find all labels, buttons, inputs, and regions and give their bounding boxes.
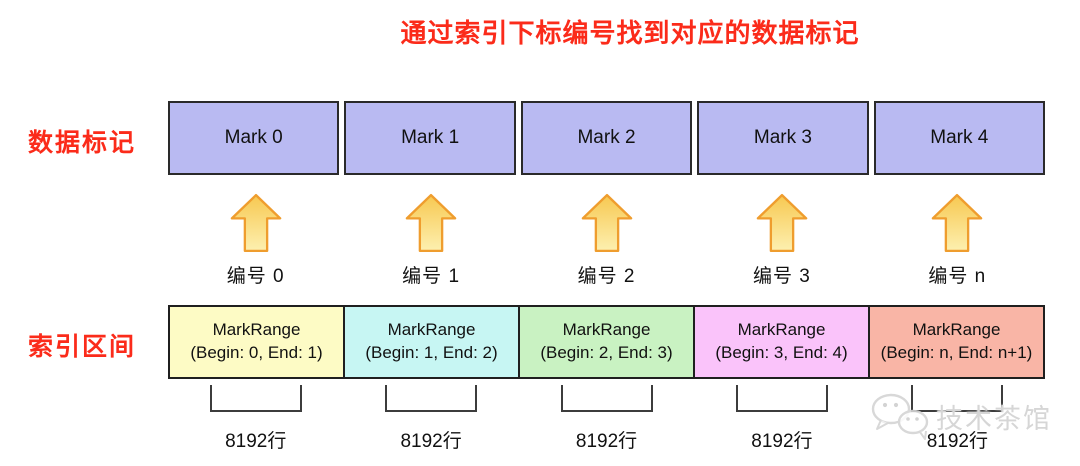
row-label-index-ranges: 索引区间 bbox=[28, 333, 137, 361]
mark-box-3: Mark 3 bbox=[697, 101, 869, 175]
mark-range-box-2: MarkRange (Begin: 2, End: 3) bbox=[518, 305, 695, 379]
mark-range-title: MarkRange bbox=[387, 320, 476, 340]
mark-range-title: MarkRange bbox=[912, 320, 1001, 340]
up-arrow-icon bbox=[230, 193, 282, 253]
mark-range-box-3: MarkRange (Begin: 3, End: 4) bbox=[693, 305, 870, 379]
watermark: 技术茶馆 bbox=[868, 391, 1052, 441]
group-bracket bbox=[385, 384, 478, 412]
numbers-row: 编号 0 编号 1 编号 2 编号 3 编号 n bbox=[168, 261, 1045, 288]
number-label-n: 编号 n bbox=[928, 266, 987, 287]
mark-range-bounds: (Begin: 3, End: 4) bbox=[715, 343, 848, 362]
mark-range-box-n: MarkRange (Begin: n, End: n+1) bbox=[868, 305, 1045, 379]
row-count-label: 8192行 bbox=[225, 430, 287, 452]
row-count-label: 8192行 bbox=[575, 430, 638, 452]
group-bracket bbox=[735, 384, 828, 412]
up-arrow-icon bbox=[756, 193, 808, 253]
mark-range-bounds: (Begin: 1, End: 2) bbox=[365, 343, 498, 362]
watermark-text: 技术茶馆 bbox=[936, 403, 1052, 434]
mark-box-4: Mark 4 bbox=[873, 101, 1046, 175]
row-count-label: 8192行 bbox=[751, 430, 813, 452]
number-label-0: 编号 0 bbox=[226, 266, 285, 287]
up-arrow-icon bbox=[405, 193, 457, 253]
mark-range-bounds: (Begin: n, End: n+1) bbox=[880, 343, 1033, 362]
up-arrow-icon bbox=[581, 193, 632, 253]
mark-range-box-1: MarkRange (Begin: 1, End: 2) bbox=[343, 305, 520, 379]
group-bracket bbox=[209, 384, 302, 412]
arrows-row bbox=[168, 192, 1045, 254]
up-arrow-icon bbox=[932, 193, 983, 253]
group-bracket bbox=[560, 384, 653, 412]
row-count-label: 8192行 bbox=[926, 430, 988, 452]
mark-range-bounds: (Begin: 2, End: 3) bbox=[540, 343, 673, 362]
mark-range-title: MarkRange bbox=[212, 320, 301, 340]
row-count-label: 8192行 bbox=[400, 430, 462, 452]
mark-range-title: MarkRange bbox=[737, 320, 826, 340]
mark-range-bounds: (Begin: 0, End: 1) bbox=[190, 343, 323, 362]
mark-box-1: Mark 1 bbox=[344, 101, 516, 175]
brackets-row bbox=[168, 383, 1045, 413]
row-counts-row: 8192行 8192行 8192行 8192行 8192行 bbox=[168, 426, 1045, 452]
mark-box-2: Mark 2 bbox=[520, 101, 693, 175]
diagram-title: 通过索引下标编号找到对应的数据标记 bbox=[400, 18, 860, 48]
wechat-icon bbox=[871, 393, 929, 440]
mark-box-0: Mark 0 bbox=[168, 101, 340, 175]
number-label-2: 编号 2 bbox=[577, 266, 636, 287]
ranges-row: MarkRange (Begin: 0, End: 1) MarkRange (… bbox=[168, 305, 1045, 379]
mark-range-box-0: MarkRange (Begin: 0, End: 1) bbox=[168, 305, 345, 379]
marks-row: Mark 0 Mark 1 Mark 2 Mark 3 Mark 4 bbox=[168, 101, 1046, 175]
number-label-3: 编号 3 bbox=[752, 266, 811, 287]
mark-range-title: MarkRange bbox=[562, 320, 651, 340]
number-label-1: 编号 1 bbox=[402, 266, 461, 287]
group-bracket bbox=[911, 384, 1004, 412]
row-label-data-marks: 数据标记 bbox=[28, 129, 137, 157]
